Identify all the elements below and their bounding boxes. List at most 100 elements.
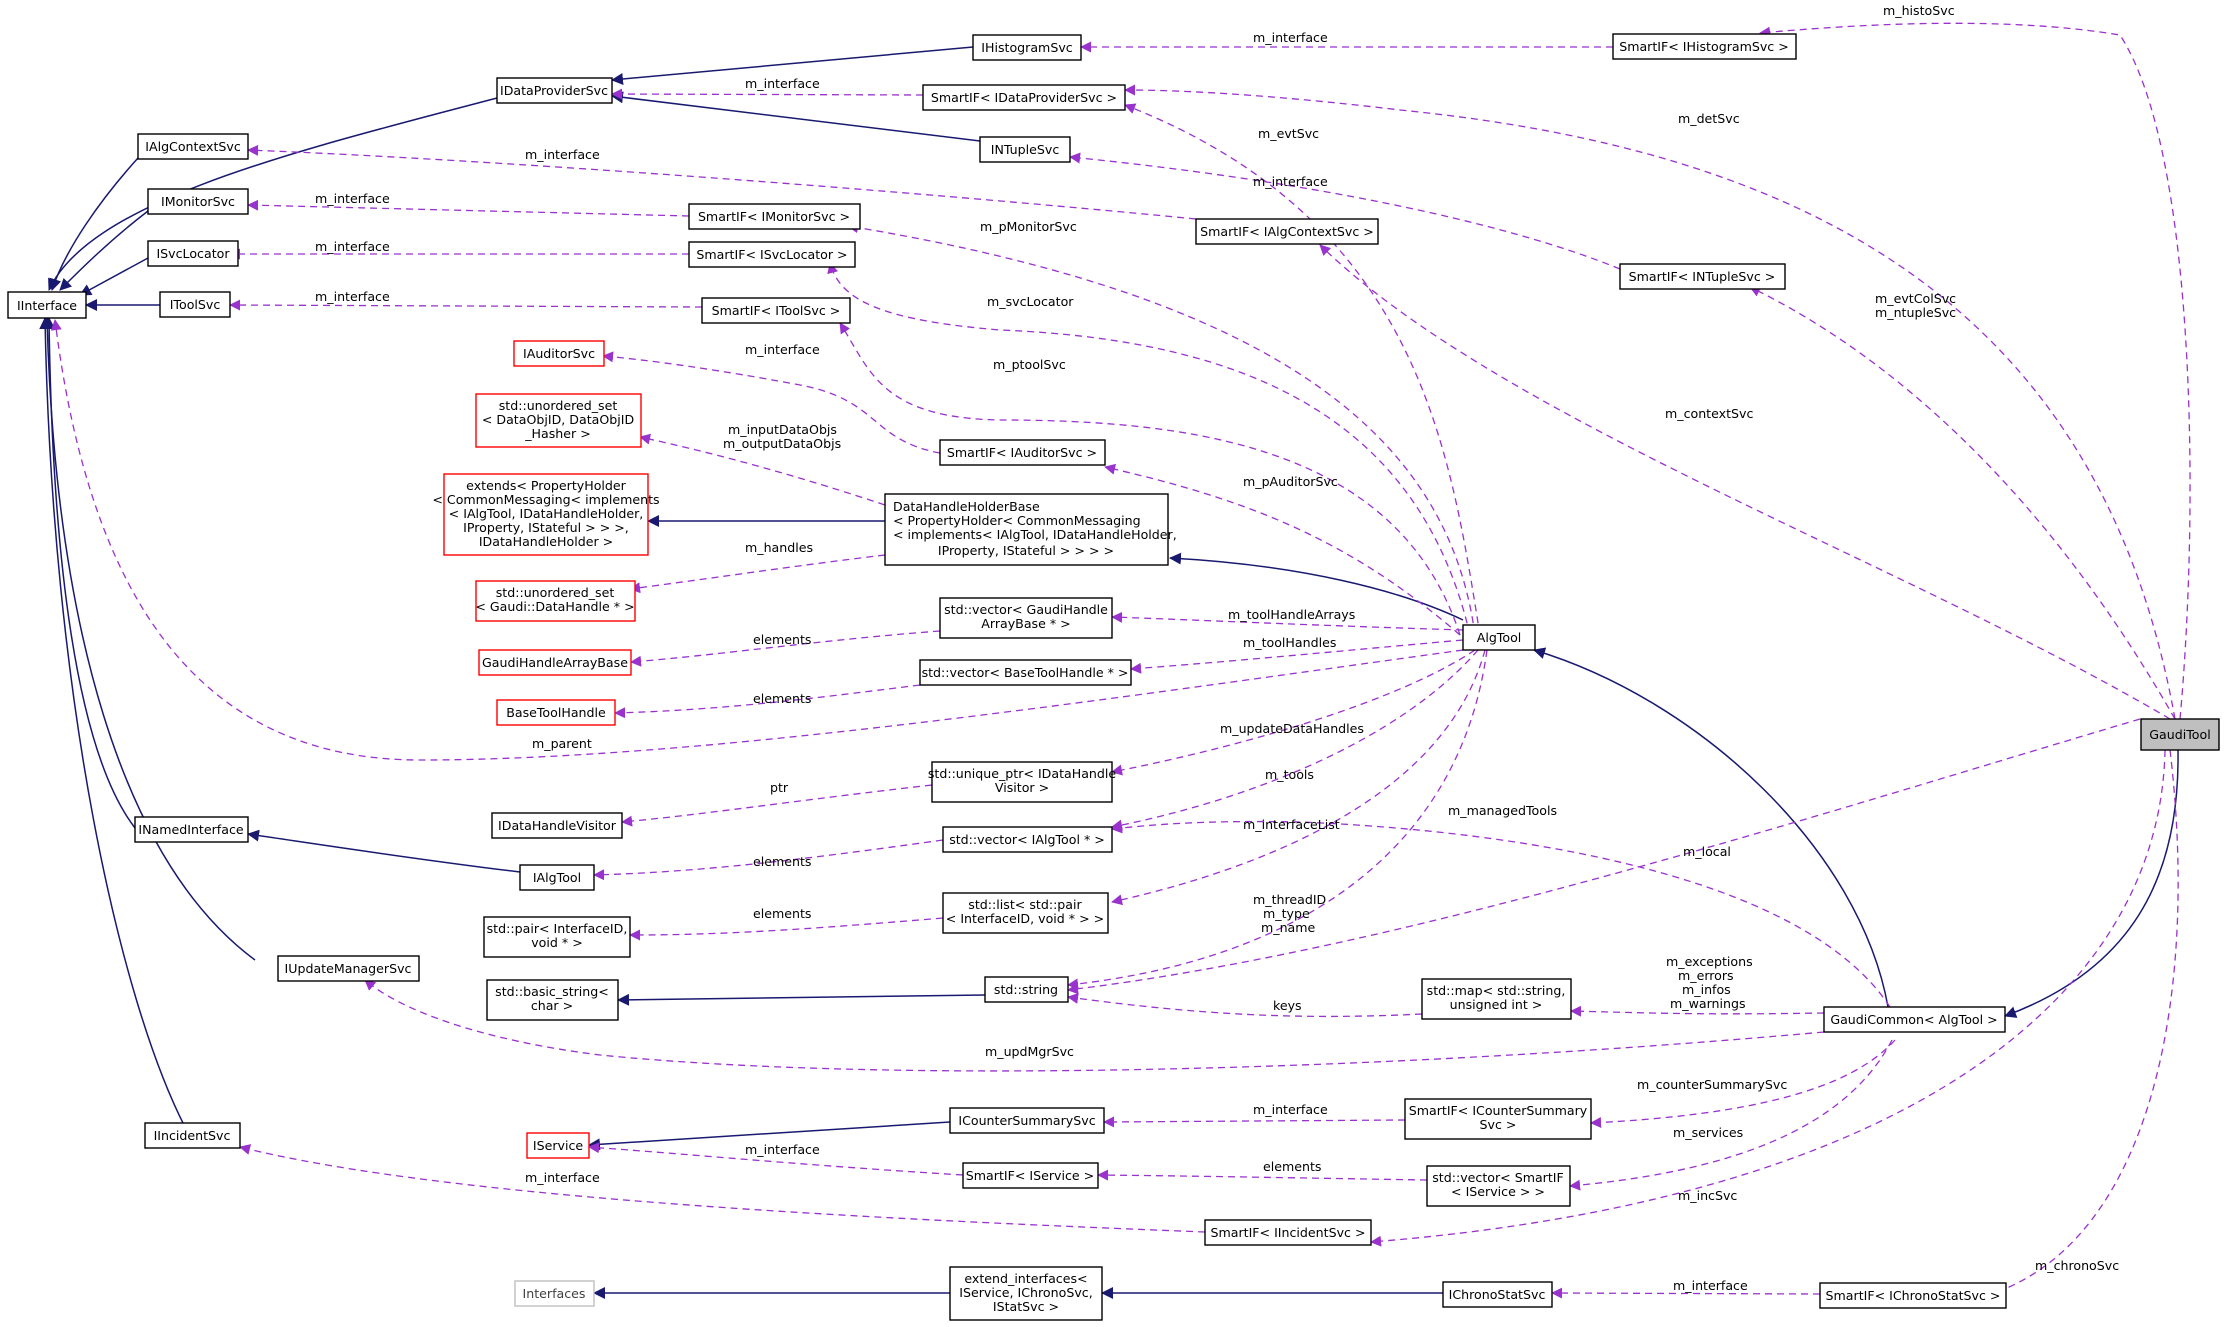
edge-use-iface-toolsvc	[229, 299, 703, 311]
node-algtool[interactable]: AlgTool	[1462, 624, 1536, 651]
label-evtcolsvc-2: m_ntupleSvc	[1875, 305, 1956, 320]
node-unordered-set-datahandle[interactable]: std::unordered_set < Gaudi::DataHandle *…	[475, 580, 636, 622]
svg-text:std::unordered_set: std::unordered_set	[499, 398, 618, 413]
edges	[39, 22, 2191, 1304]
node-smartif-intuplesvc[interactable]: SmartIF< INTupleSvc >	[1619, 263, 1786, 290]
node-vector-ialgtool[interactable]: std::vector< IAlgTool * >	[942, 826, 1113, 853]
svg-text:IDataProviderSvc: IDataProviderSvc	[500, 83, 608, 98]
svg-text:IService, IChronoSvc,: IService, IChronoSvc,	[959, 1285, 1092, 1300]
node-pair-interfaceid[interactable]: std::pair< InterfaceID, void * >	[483, 916, 631, 958]
node-smartif-itoolsvc[interactable]: SmartIF< IToolSvc >	[701, 297, 851, 324]
node-iupdatemanagersvc[interactable]: IUpdateManagerSvc	[277, 955, 420, 982]
node-gauditool[interactable]: GaudiTool	[2140, 718, 2220, 751]
edge-inh-basicstring-string	[617, 993, 986, 1006]
node-interfaces[interactable]: Interfaces	[514, 1280, 595, 1307]
node-extend-interfaces[interactable]: extend_interfaces< IService, IChronoSvc,…	[949, 1266, 1103, 1321]
svg-text:IAuditorSvc: IAuditorSvc	[523, 346, 595, 361]
svg-text:SmartIF< INTupleSvc >: SmartIF< INTupleSvc >	[1629, 269, 1776, 284]
node-vector-basetoolhandle[interactable]: std::vector< BaseToolHandle * >	[919, 659, 1132, 686]
edge-inh-imonitor-iinterface	[59, 210, 149, 291]
nodes: GaudiTool GaudiCommon< AlgTool > AlgTool…	[7, 33, 2220, 1321]
node-unique-ptr-idatahandlevisitor[interactable]: std::unique_ptr< IDataHandle Visitor >	[928, 761, 1117, 803]
edge-use-incsvc	[1370, 749, 2166, 1247]
node-smartif-ichronostatsvc[interactable]: SmartIF< IChronoStatSvc >	[1819, 1282, 2007, 1309]
node-smartif-idataprovidersvc[interactable]: SmartIF< IDataProviderSvc >	[922, 84, 1126, 111]
edge-use-inputdata	[639, 433, 886, 506]
svg-text:< IService > >: < IService > >	[1451, 1184, 1545, 1199]
node-gaudihandlearraybase[interactable]: GaudiHandleArrayBase	[478, 649, 632, 676]
svg-text:IDataHandleVisitor: IDataHandleVisitor	[498, 818, 617, 833]
svg-text:char >: char >	[531, 998, 573, 1013]
svg-text:unsigned int >: unsigned int >	[1450, 997, 1543, 1012]
svg-text:void * >: void * >	[531, 935, 583, 950]
node-basic-string[interactable]: std::basic_string< char >	[486, 979, 619, 1021]
node-basetoolhandle[interactable]: BaseToolHandle	[496, 699, 616, 726]
label-iface-ntuple: m_interface	[1253, 174, 1328, 189]
node-std-string[interactable]: std::string	[984, 976, 1069, 1003]
edge-inh-intuple-idataprovider	[611, 91, 981, 142]
node-ialgcontextsvc[interactable]: IAlgContextSvc	[137, 133, 249, 160]
node-smartif-imonitorsvc[interactable]: SmartIF< IMonitorSvc >	[688, 203, 861, 230]
node-extends-propertyholder[interactable]: extends< PropertyHolder < CommonMessagin…	[432, 473, 660, 556]
edge-use-local	[1067, 718, 2141, 995]
svg-text:std::pair< InterfaceID,: std::pair< InterfaceID,	[487, 921, 628, 936]
node-vector-gaudihandlearraybase[interactable]: std::vector< GaudiHandle ArrayBase * >	[939, 597, 1113, 639]
node-unordered-set-dataobjid[interactable]: std::unordered_set < DataObjID, DataObjI…	[475, 393, 642, 448]
node-gaudicommon[interactable]: GaudiCommon< AlgTool >	[1823, 1006, 2006, 1033]
edge-use-ptr	[621, 784, 933, 827]
node-smartif-isvclocator[interactable]: SmartIF< ISvcLocator >	[688, 241, 856, 268]
edge-inh-inamed-iinterface	[43, 317, 136, 829]
label-services: m_services	[1673, 1125, 1743, 1140]
label-exceptions-1: m_exceptions	[1666, 954, 1753, 969]
node-ichronostatsvc[interactable]: IChronoStatSvc	[1442, 1281, 1553, 1308]
svg-text:ICounterSummarySvc: ICounterSummarySvc	[958, 1113, 1095, 1128]
label-pmonitorsvc: m_pMonitorSvc	[980, 219, 1077, 234]
edge-use-iface-service	[588, 1142, 964, 1176]
node-ihistogramsvc[interactable]: IHistogramSvc	[972, 34, 1082, 61]
node-smartif-ihistogramsvc[interactable]: SmartIF< IHistogramSvc >	[1612, 33, 1797, 60]
node-icountersummarysvc[interactable]: ICounterSummarySvc	[949, 1107, 1105, 1134]
svg-text:SmartIF< IAlgContextSvc >: SmartIF< IAlgContextSvc >	[1200, 224, 1374, 239]
node-idatahandlevisitor[interactable]: IDataHandleVisitor	[491, 812, 623, 839]
node-vector-smartif-iservice[interactable]: std::vector< SmartIF < IService > >	[1426, 1165, 1571, 1207]
label-detsvc: m_detSvc	[1678, 111, 1740, 126]
node-smartif-iincidentsvc[interactable]: SmartIF< IIncidentSvc >	[1204, 1219, 1372, 1246]
label-chronosvc: m_chronoSvc	[2035, 1258, 2119, 1273]
node-list-pair-interfaceid[interactable]: std::list< std::pair < InterfaceID, void…	[942, 892, 1109, 934]
node-itoolsvc[interactable]: IToolSvc	[159, 291, 231, 318]
label-iface-svcloc: m_interface	[315, 239, 390, 254]
label-threadid-3: m_name	[1261, 920, 1316, 935]
edge-use-pauditorsvc	[1104, 463, 1461, 636]
node-inamedinterface[interactable]: INamedInterface	[134, 816, 249, 843]
node-iservice[interactable]: IService	[526, 1132, 590, 1159]
node-iinterface[interactable]: IInterface	[7, 291, 87, 319]
node-smartif-ialgcontextsvc[interactable]: SmartIF< IAlgContextSvc >	[1195, 218, 1379, 245]
label-svclocator: m_svcLocator	[987, 294, 1074, 309]
node-map-string-uint[interactable]: std::map< std::string, unsigned int >	[1421, 978, 1572, 1020]
svg-text:GaudiHandleArrayBase: GaudiHandleArrayBase	[482, 655, 628, 670]
edge-inh-ialgcontext-iinterface	[49, 157, 139, 291]
node-isvclocator[interactable]: ISvcLocator	[147, 240, 239, 267]
node-smartif-iservice[interactable]: SmartIF< IService >	[962, 1162, 1099, 1189]
svg-text:ISvcLocator: ISvcLocator	[156, 246, 230, 261]
node-iincidentsvc[interactable]: IIncidentSvc	[144, 1122, 241, 1149]
label-evtsvc: m_evtSvc	[1258, 126, 1319, 141]
edge-inh-icounter-iservice	[588, 1121, 951, 1151]
node-smartif-iauditorsvc[interactable]: SmartIF< IAuditorSvc >	[939, 439, 1106, 466]
node-imonitorsvc[interactable]: IMonitorSvc	[147, 188, 249, 215]
node-ialgtool[interactable]: IAlgTool	[519, 864, 595, 891]
node-datahandleholderbase[interactable]: DataHandleHolderBase < PropertyHolder< C…	[884, 493, 1177, 566]
node-smartif-icountersummarysvc[interactable]: SmartIF< ICounterSummary Svc >	[1404, 1098, 1592, 1140]
node-intuplesvc[interactable]: INTupleSvc	[979, 136, 1071, 163]
label-ptoolsvc: m_ptoolSvc	[993, 357, 1066, 372]
node-iauditorsvc[interactable]: IAuditorSvc	[513, 340, 605, 367]
svg-text:IProperty, IStateful > > > >: IProperty, IStateful > > > >	[938, 543, 1114, 558]
edge-use-pmonitorsvc	[847, 222, 1476, 636]
svg-text:IStatSvc >: IStatSvc >	[993, 1299, 1059, 1314]
edge-inh-isvclocator-iinterface	[79, 257, 149, 296]
label-iface-toolsvc: m_interface	[315, 289, 390, 304]
node-idataprovidersvc[interactable]: IDataProviderSvc	[496, 77, 613, 104]
svg-text:< CommonMessaging< implements: < CommonMessaging< implements	[432, 492, 659, 507]
svg-text:SmartIF< IMonitorSvc >: SmartIF< IMonitorSvc >	[698, 209, 850, 224]
label-interfacelist: m_interfaceList	[1243, 817, 1340, 832]
